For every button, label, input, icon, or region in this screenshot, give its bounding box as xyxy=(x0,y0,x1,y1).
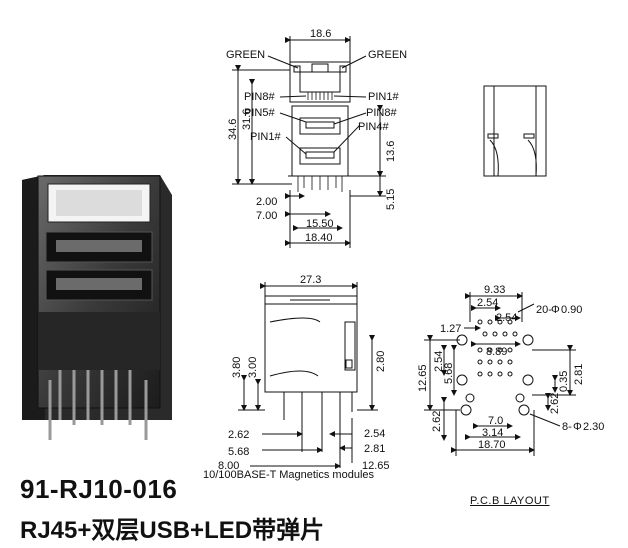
dim-7-0: 7.0 xyxy=(488,415,503,427)
dim-2-62-right: 2.62 xyxy=(549,393,561,414)
dim-3-00: 3.00 xyxy=(247,357,259,378)
dim-2-00: 2.00 xyxy=(256,196,277,208)
label-pin4: PIN4# xyxy=(358,121,389,133)
dim-0-35-v: 0.35 xyxy=(558,371,570,392)
label-pin5: PIN5# xyxy=(244,107,275,119)
dim-2-81-v: 2.81 xyxy=(573,364,585,385)
pcb-small-holes xyxy=(477,319,518,377)
side-profile-labels: 27.3 3.80 3.00 2.80 2.62 5.68 8.00 2.54 … xyxy=(218,274,390,472)
front-view xyxy=(232,36,386,248)
dim-3-80: 3.80 xyxy=(231,357,243,378)
label-pin8-left: PIN8# xyxy=(244,91,275,103)
dim-5-68: 5.68 xyxy=(228,446,249,458)
dim-height-usb: 13.6 xyxy=(385,141,397,162)
dim-12-65: 12.65 xyxy=(362,460,390,472)
pcb-layout-drawing xyxy=(424,292,576,456)
dim-2-54-v: 2.54 xyxy=(433,351,445,372)
phi-symbol-20: Φ xyxy=(551,304,560,316)
label-green-right: GREEN xyxy=(368,49,407,61)
dim-9-33: 9.33 xyxy=(484,284,505,296)
magnetics-note: 10/100BASE-T Magnetics modules xyxy=(203,469,374,481)
dim-2-62: 2.62 xyxy=(228,429,249,441)
label-holes-8-dia: 2.30 xyxy=(583,421,604,433)
dim-height-total: 34.6 xyxy=(227,119,239,140)
label-green-left: GREEN xyxy=(226,49,265,61)
dim-5-68-v: 5.68 xyxy=(443,363,455,384)
dim-18-40: 18.40 xyxy=(305,232,333,244)
dim-7-00: 7.00 xyxy=(256,210,277,222)
phi-symbol-8: Φ xyxy=(573,421,582,433)
dim-2-54: 2.54 xyxy=(364,428,385,440)
side-profile xyxy=(238,282,378,469)
label-pin8-right: PIN8# xyxy=(366,107,397,119)
product-photo xyxy=(22,175,172,440)
pcb-labels: 9.33 2.54 2.54 20- Φ 0.90 1.27 8.89 12.6… xyxy=(417,284,604,451)
dim-2-54-b: 2.54 xyxy=(496,312,517,324)
dim-2-81: 2.81 xyxy=(364,443,385,455)
side-view xyxy=(483,85,547,177)
dim-15-50: 15.50 xyxy=(306,218,334,230)
part-number: 91-RJ10-016 xyxy=(20,474,178,504)
dim-2-80: 2.80 xyxy=(375,351,387,372)
dim-8-00: 8.00 xyxy=(218,460,239,472)
product-description: RJ45+双层USB+LED带弹片 xyxy=(20,517,325,544)
dim-depth: 27.3 xyxy=(300,274,321,286)
dim-pin-length: 5.15 xyxy=(385,189,397,210)
dim-2-62-left: 2.62 xyxy=(431,411,443,432)
label-pin1-right: PIN1# xyxy=(368,91,399,103)
dim-8-89: 8.89 xyxy=(486,346,507,358)
label-holes-20: 20- xyxy=(536,304,552,316)
label-holes-20-dia: 0.90 xyxy=(561,304,582,316)
dim-2-54-a: 2.54 xyxy=(477,297,498,309)
dim-1-27: 1.27 xyxy=(440,323,461,335)
label-holes-8: 8- xyxy=(562,421,572,433)
dim-front-width: 18.6 xyxy=(310,28,331,40)
label-pin1-left: PIN1# xyxy=(250,131,281,143)
dim-height-inner: 31.6 xyxy=(241,109,253,130)
dim-12-65-v: 12.65 xyxy=(417,364,429,392)
dim-18-70: 18.70 xyxy=(478,439,506,451)
front-view-labels: 18.6 GREEN GREEN PIN8# PIN1# PIN5# PIN8#… xyxy=(226,28,407,244)
pcb-large-holes xyxy=(456,334,534,416)
dim-3-14: 3.14 xyxy=(482,427,503,439)
pcb-layout-title: P.C.B LAYOUT xyxy=(470,495,550,507)
